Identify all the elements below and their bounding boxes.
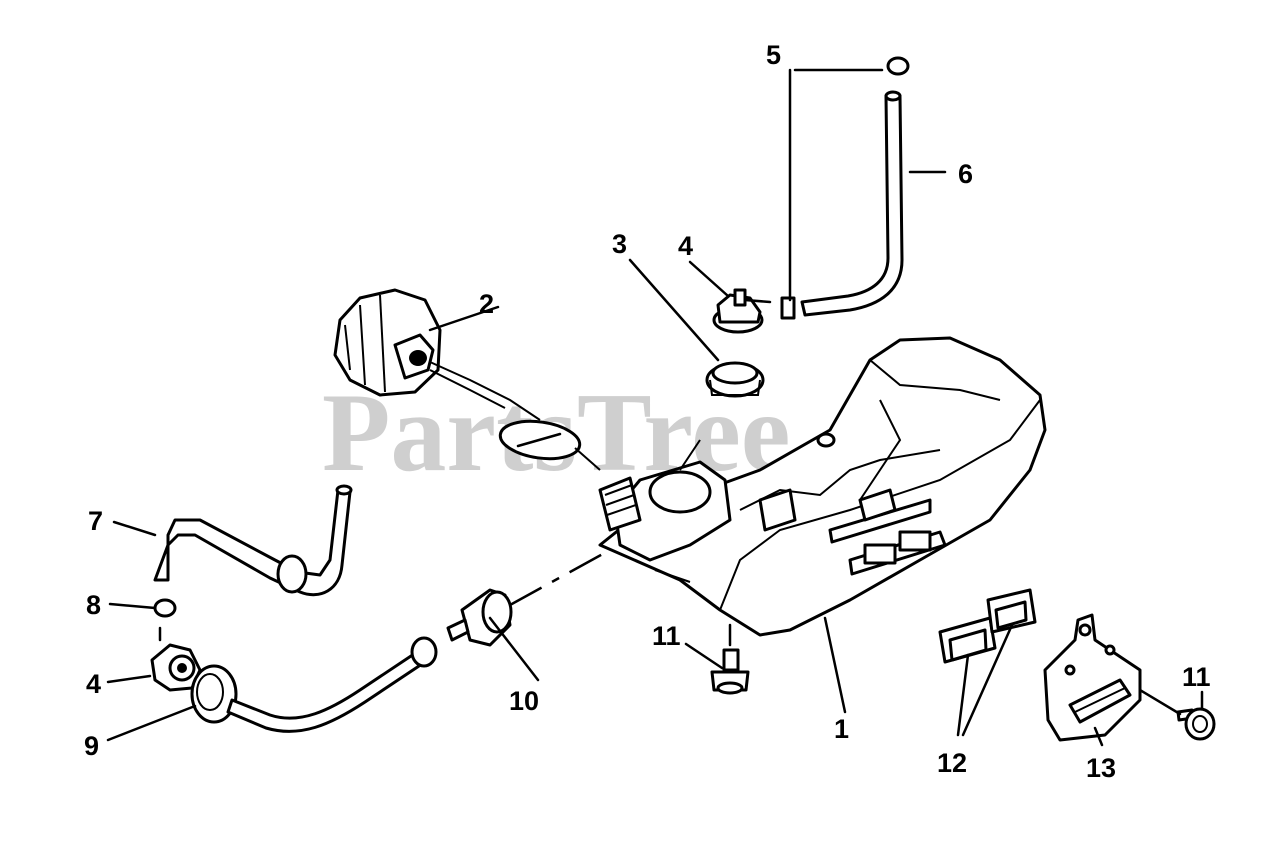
leader-2: [428, 305, 500, 332]
leader-9: [106, 704, 197, 742]
part-5-hose-joint[interactable]: [780, 56, 910, 320]
leader-lines: [106, 68, 1204, 747]
callouts: 5 6 3 4 2 7 8 4 9 10 11 1 12 13 11: [84, 40, 1211, 783]
leader-1: [823, 616, 847, 714]
callout-3: 3: [612, 229, 627, 259]
leader-8: [108, 602, 157, 610]
leader-4-top: [688, 260, 730, 298]
part-4-valve-lower[interactable]: [150, 626, 202, 692]
leader-11-right-a: [1138, 688, 1182, 716]
callout-4-top: 4: [678, 231, 693, 261]
part-2-fuel-cap[interactable]: [333, 288, 601, 471]
part-7-fuel-line[interactable]: [153, 484, 353, 597]
callout-2: 2: [479, 289, 494, 319]
callout-6: 6: [958, 159, 973, 189]
part-12-damper[interactable]: [938, 588, 1037, 664]
part-6-vent-hose[interactable]: [800, 90, 904, 317]
part-3-grommet[interactable]: [679, 361, 765, 471]
callout-8: 8: [86, 590, 101, 620]
callout-10: 10: [509, 686, 539, 716]
part-9-fuel-pipe-grommet[interactable]: [190, 636, 438, 733]
part-8-cap[interactable]: [153, 598, 177, 618]
part-13-bracket[interactable]: [1043, 613, 1142, 742]
callout-9: 9: [84, 731, 99, 761]
callout-4-bottom: 4: [86, 669, 101, 699]
callout-13: 13: [1086, 753, 1116, 783]
callout-12: 12: [937, 748, 967, 778]
leader-11-center: [684, 642, 724, 670]
leader-4-bottom: [106, 674, 152, 684]
part-4-vent-valve-upper[interactable]: [712, 288, 772, 334]
part-11-bolt-center[interactable]: [710, 623, 750, 695]
leader-12b: [961, 623, 1014, 737]
callout-11-right: 11: [1182, 662, 1211, 692]
part-11-bolt-right[interactable]: [1176, 707, 1216, 741]
callout-5: 5: [766, 40, 781, 70]
leader-13: [1093, 726, 1104, 747]
leader-7: [112, 520, 157, 537]
leader-3: [628, 258, 720, 362]
callout-7: 7: [88, 506, 103, 536]
leader-10: [488, 616, 540, 682]
part-10-fuel-filter[interactable]: [446, 588, 513, 647]
assembly-line-filter-to-tank: [509, 548, 691, 607]
callout-11-center: 11: [652, 621, 681, 651]
leader-12a: [956, 653, 970, 737]
part-1-fuel-tank[interactable]: [598, 336, 1047, 637]
callout-1: 1: [834, 714, 849, 744]
